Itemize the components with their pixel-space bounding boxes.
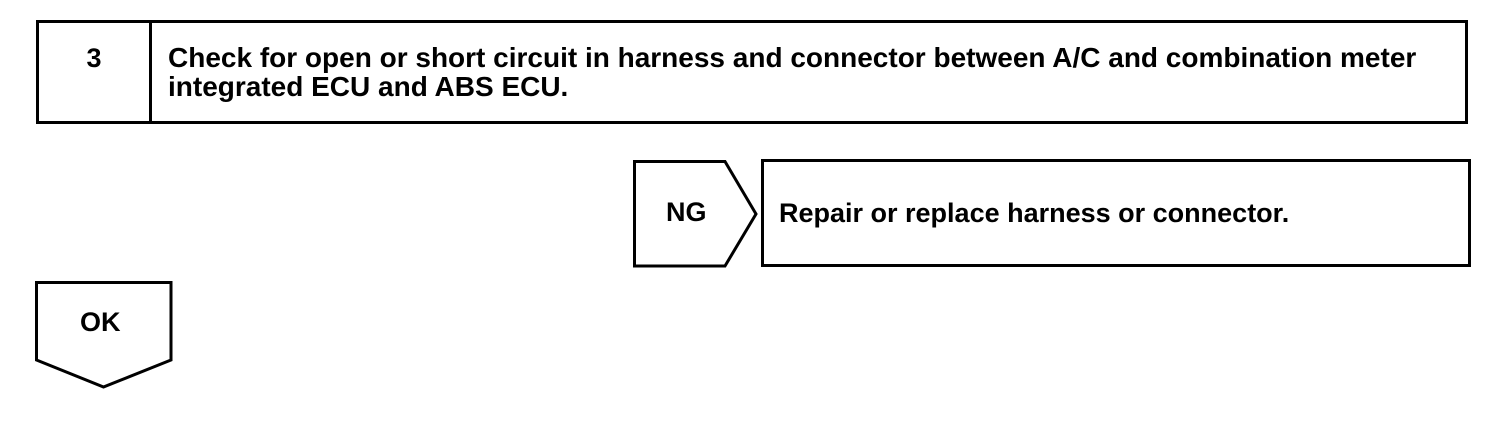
- ng-arrow-shape: [633, 160, 758, 268]
- step-box: 3 Check for open or short circuit in har…: [36, 20, 1468, 124]
- step-number: 3: [39, 23, 152, 121]
- ng-action-text: Repair or replace harness or connector.: [779, 197, 1290, 228]
- ng-label: NG: [666, 197, 707, 227]
- ng-action-box: Repair or replace harness or connector.: [761, 159, 1471, 267]
- ok-arrow-shape: [35, 281, 173, 389]
- step-description: Check for open or short circuit in harne…: [168, 42, 1417, 102]
- ok-label: OK: [80, 307, 121, 337]
